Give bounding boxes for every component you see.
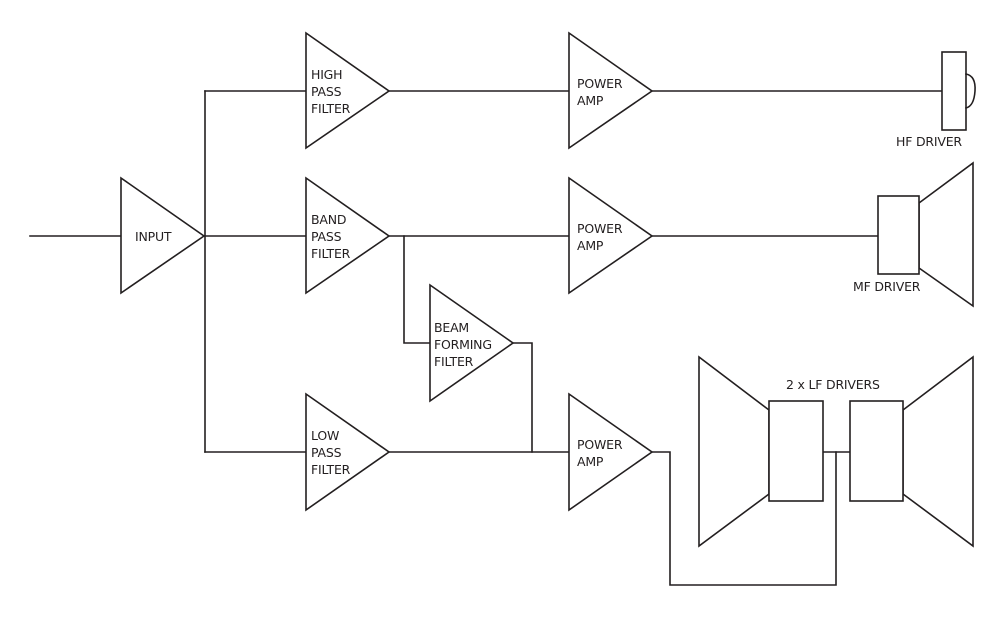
beam-forming-filter-label: BEAM FORMING FILTER [434,320,496,369]
power-amp-hf-label: POWER AMP [577,76,626,108]
wires [29,90,943,586]
power-amp-lf-block: POWER AMP [568,392,654,512]
lf-driver-left-magnet [768,400,824,502]
power-amp-mf-block: POWER AMP [568,176,654,295]
input-label: INPUT [135,229,172,244]
beam-forming-filter-block: BEAM FORMING FILTER [429,283,515,403]
hf-driver-body [941,51,967,131]
beam-forming-filter-triangle [429,283,515,403]
lf-drivers-label: 2 x LF DRIVERS [786,377,880,392]
hf-driver: HF DRIVER [896,51,976,149]
mf-driver-magnet [877,195,920,275]
mf-driver-cone [918,161,974,308]
lf-driver-right-cone [902,355,974,548]
power-amp-lf-label: POWER AMP [577,437,626,469]
power-amp-hf-block: POWER AMP [568,31,654,150]
band-pass-filter-label: BAND PASS FILTER [311,212,351,261]
hf-driver-dome-icon [965,73,976,109]
wire-amp-to-lf-drivers [651,451,837,586]
power-amp-mf-label: POWER AMP [577,221,626,253]
mf-driver-label: MF DRIVER [853,279,921,294]
power-amp-lf-triangle [568,392,654,512]
lf-driver-left-cone [698,355,770,548]
low-pass-filter-triangle [305,392,391,512]
band-pass-filter-block: BAND PASS FILTER [305,176,391,295]
power-amp-mf-triangle [568,176,654,295]
mf-driver: MF DRIVER [853,161,974,308]
input-block: INPUT [120,176,206,295]
high-pass-filter-triangle [305,31,391,150]
low-pass-filter-block: LOW PASS FILTER [305,392,391,512]
wire-beam-forming-to-lf-amp [512,342,533,453]
lf-drivers: 2 x LF DRIVERS [698,355,974,548]
high-pass-filter-block: HIGH PASS FILTER [305,31,391,150]
low-pass-filter-label: LOW PASS FILTER [311,428,351,477]
lf-driver-right-magnet [849,400,904,502]
hf-driver-label: HF DRIVER [896,134,962,149]
wire-band-pass-to-beam-forming [403,235,431,344]
high-pass-filter-label: HIGH PASS FILTER [311,67,351,116]
power-amp-hf-triangle [568,31,654,150]
input-triangle [120,176,206,295]
band-pass-filter-triangle [305,176,391,295]
